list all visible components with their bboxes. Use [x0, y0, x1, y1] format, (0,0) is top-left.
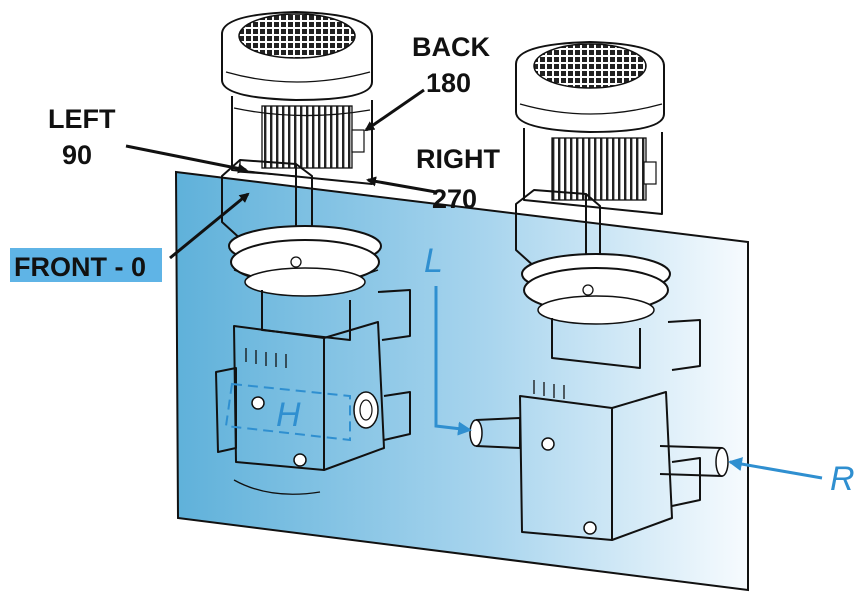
motor-body-left — [231, 96, 373, 185]
arrow-left — [125, 144, 248, 174]
fan-cover-left — [221, 11, 373, 101]
arrow-shaft-right — [728, 457, 823, 480]
output-shaft-right — [659, 445, 729, 477]
flange-right — [521, 253, 671, 325]
front-highlight — [10, 248, 162, 282]
label-left-angle: 90 — [62, 140, 92, 170]
arrow-back — [364, 88, 425, 132]
label-shaft-left: L — [424, 242, 443, 280]
gearmotor-left — [215, 11, 411, 495]
output-shaft-left — [469, 417, 521, 449]
arrow-right — [366, 176, 437, 194]
label-hollow-shaft: H — [276, 396, 301, 434]
hollow-shaft-marker — [224, 382, 351, 442]
label-back-angle: 180 — [426, 68, 471, 98]
gearbox-left — [215, 289, 411, 495]
label-right: RIGHT — [416, 144, 501, 174]
gearbox-right — [469, 318, 729, 541]
label-left: LEFT — [48, 104, 116, 134]
gearmotor-right — [469, 41, 729, 541]
motor-body-right — [523, 128, 663, 215]
arrow-shaft-left — [434, 286, 472, 436]
label-back: BACK — [412, 32, 490, 62]
flange-left — [228, 225, 382, 297]
label-right-angle: 270 — [432, 184, 477, 214]
fan-cover-right — [515, 41, 665, 133]
label-shaft-right: R — [830, 460, 855, 498]
label-front: FRONT - 0 — [14, 252, 146, 282]
arrow-front — [169, 192, 250, 260]
